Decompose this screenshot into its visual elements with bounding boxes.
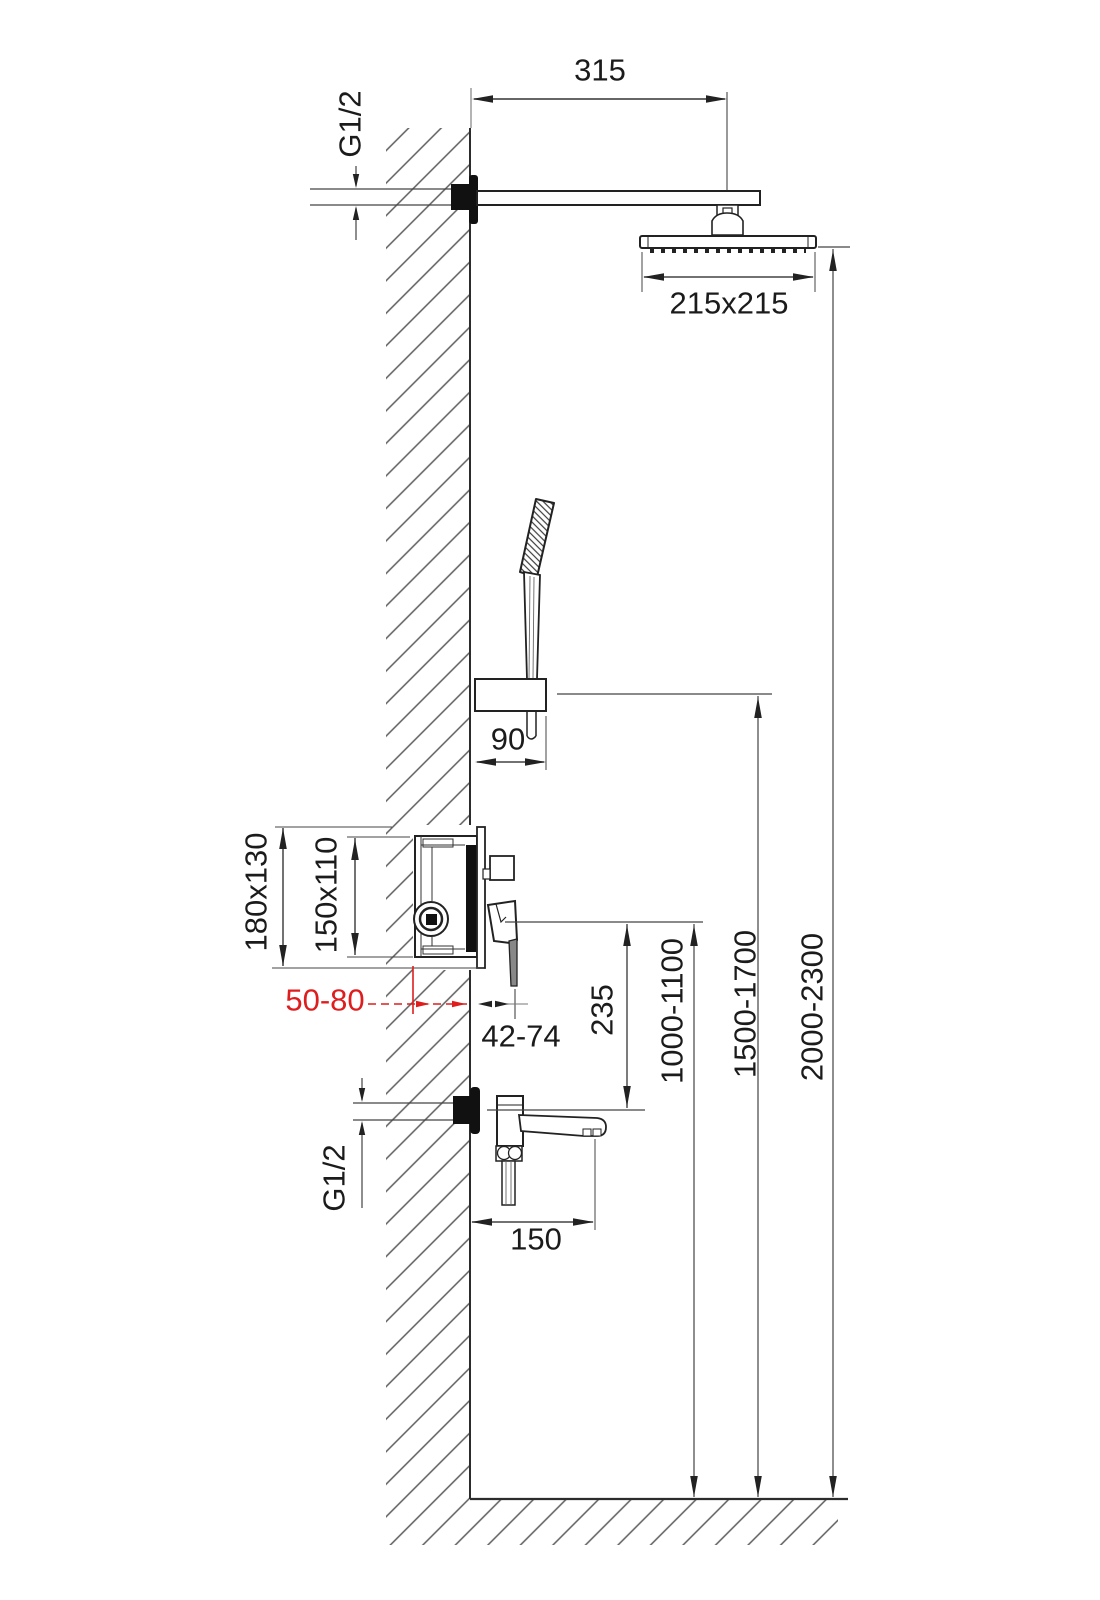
shower-holder [474,678,547,740]
handle-lever [508,938,518,987]
dim-rough-opening [272,826,484,969]
shower-arm [451,175,761,224]
dim-valve-height [690,924,698,1497]
label-holder-height: 1500-1700 [727,929,763,1079]
hand-shower [519,498,555,680]
dim-holder-height [557,693,772,1497]
label-spout-thread: G1/2 [316,1144,352,1212]
dim-embed-depth [368,966,468,1014]
diverter-knob [489,855,515,881]
label-spout-drop: 235 [584,984,620,1036]
label-trim-depth: 42-74 [481,1018,561,1054]
dim-head-height [818,246,850,1497]
bath-spout [453,1087,607,1206]
label-head-height: 2000-2300 [794,932,830,1082]
label-valve-height: 1000-1100 [654,938,690,1084]
dim-trim-depth [478,989,528,1019]
floor-hatch [386,1499,838,1545]
dim-head-size [641,252,816,292]
dim-valve-box [347,836,413,958]
trim-plate [476,826,486,969]
dim-spout-reach [471,1139,596,1230]
dim-top-thread [310,166,452,240]
dim-holder-offset [475,716,547,770]
supply-pipe [501,1160,516,1206]
label-valve-box: 150x110 [308,836,344,954]
dim-arm-projection [472,92,728,190]
label-arm-projection: 315 [574,52,626,88]
aerator [582,1128,592,1137]
mixer-valve [413,825,519,987]
label-rough-opening: 180x130 [238,832,274,952]
shower-head [639,204,817,253]
cartridge-bar [466,845,476,952]
hose-stub [526,735,537,740]
label-spout-reach: 150 [510,1221,562,1257]
label-embed-depth: 50-80 [285,982,365,1018]
label-holder-offset: 90 [490,721,526,757]
label-head-size: 215x215 [669,285,789,321]
dim-spout-thread-lines [353,1078,453,1208]
dim-spout-drop [487,921,703,1111]
wall-hatch [386,88,848,1545]
label-top-thread: G1/2 [332,90,368,158]
